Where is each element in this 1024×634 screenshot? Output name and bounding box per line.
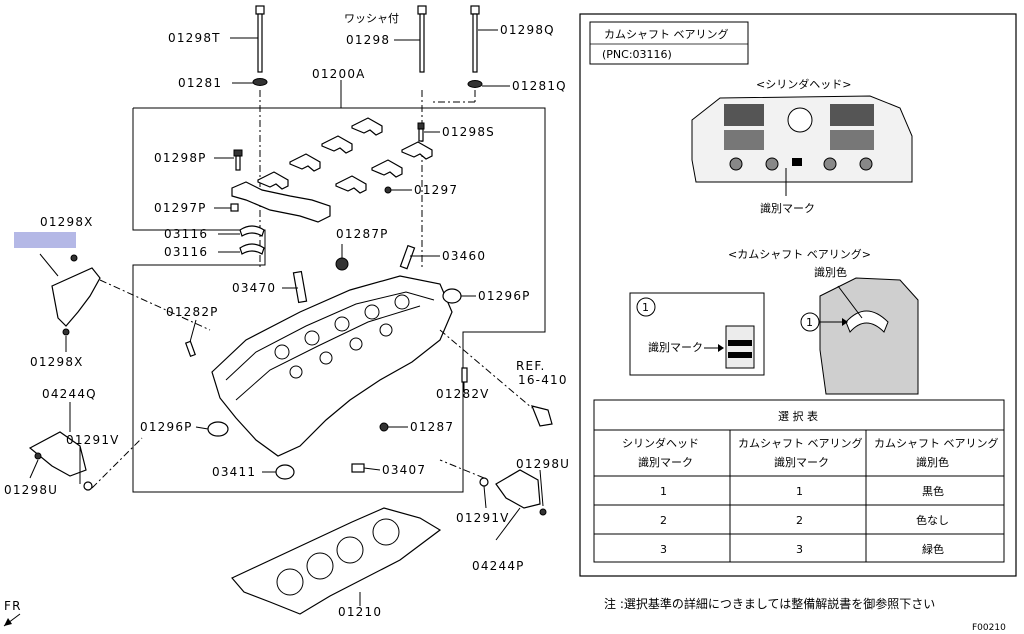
bolt-01298P [233, 149, 243, 171]
label-01298X-bottom: 01298X [30, 355, 84, 369]
info-pnc: (PNC:03116) [602, 48, 672, 61]
plug-01296P-right [442, 288, 462, 304]
head-bolt-01298Q [430, 5, 480, 103]
head-bolt-01298 [417, 5, 427, 270]
bearing-housing-sketch: 1 [800, 277, 919, 395]
table-row-2-col-3: 色なし [916, 513, 949, 527]
assembly-boundary [132, 107, 546, 493]
label-01287: 01287 [410, 420, 454, 434]
label-01298X-top: 01298X [40, 215, 94, 229]
label-01297: 01297 [414, 183, 458, 197]
camshaft-caps [231, 117, 433, 223]
plug-01287 [379, 422, 389, 432]
table-row-2-col-1: 2 [660, 514, 667, 527]
bracket-01298X [39, 253, 211, 336]
label-01281Q: 01281Q [512, 79, 567, 93]
table-row-3-col-3: 緑色 [922, 542, 944, 556]
label-01298P: 01298P [154, 151, 207, 165]
label-01298U-left: 01298U [4, 483, 58, 497]
label-03116-b: 03116 [164, 245, 208, 259]
bearing-callout-number: 1 [806, 316, 813, 329]
callout-number: 1 [642, 301, 649, 314]
camshaft-bearings [239, 225, 265, 255]
oil-control-valve-04244Q [28, 431, 143, 491]
label-03470: 03470 [232, 281, 276, 295]
bearing-id-color-caption: 識別色 [814, 265, 847, 279]
cylinder-head [211, 244, 453, 457]
oil-control-valve-04244P [439, 459, 547, 516]
bearing-caption: <カムシャフト ベアリング> [728, 247, 871, 261]
label-01291V-left: 01291V [66, 433, 120, 447]
pin-01297P [230, 203, 239, 212]
label-04244P: 04244P [472, 559, 525, 573]
label-ref-2: 16-410 [518, 373, 568, 387]
label-01296P-right: 01296P [478, 289, 531, 303]
label-01291V-right: 01291V [456, 511, 510, 525]
figure-code: F00210 [972, 623, 1006, 633]
leader-lines [29, 29, 544, 606]
bolt-01282P [184, 340, 196, 358]
table-row-1-col-3: 黒色 [922, 484, 944, 498]
label-01287P: 01287P [336, 227, 389, 241]
label-03407: 03407 [382, 463, 426, 477]
label-01296P-left: 01296P [140, 420, 193, 434]
label-03116-a: 03116 [164, 227, 208, 241]
washer-01281Q [467, 80, 483, 88]
washer-01281 [252, 78, 268, 86]
table-row-1-col-2: 1 [796, 485, 803, 498]
info-title: カムシャフト ベアリング [604, 27, 729, 41]
sensor-ref [531, 405, 553, 427]
selection-table: 選 択 表 シリンダヘッド 識別マーク カムシャフト ベアリング 識別マーク カ… [593, 399, 1005, 563]
bearing-id-mark: 識別マーク [648, 341, 703, 354]
label-ref-1: REF. [516, 359, 546, 373]
table-header-2a: カムシャフト ベアリング [738, 436, 863, 450]
table-row-3-col-2: 3 [796, 543, 803, 556]
label-01281: 01281 [178, 76, 222, 90]
label-01298T: 01298T [168, 31, 221, 45]
seal-03411 [275, 464, 295, 480]
label-03460: 03460 [442, 249, 486, 263]
table-header-3a: カムシャフト ベアリング [874, 436, 999, 450]
table-header-1b: 識別マーク [638, 456, 693, 469]
pin-03407 [351, 463, 365, 473]
head-caption: <シリンダヘッド> [756, 77, 851, 91]
label-01200A: 01200A [312, 67, 366, 81]
head-gasket-01210 [231, 507, 442, 615]
highlight-box [14, 232, 76, 248]
footnote: 注 :選択基準の詳細につきましては整備解説書を御参照下さい [604, 596, 935, 611]
label-03411: 03411 [212, 465, 256, 479]
label-01298U-right: 01298U [516, 457, 570, 471]
plug-01296P-left [207, 421, 229, 437]
table-row-1-col-1: 1 [660, 485, 667, 498]
camshaft-bearing-info-box: カムシャフト ベアリング (PNC:03116) <シリンダヘッド> 識別マーク… [579, 13, 1017, 577]
label-04244Q: 04244Q [42, 387, 97, 401]
pin-01297 [384, 186, 392, 194]
head-id-mark-caption: 識別マーク [760, 202, 815, 215]
table-row-2-col-2: 2 [796, 514, 803, 527]
table-header-3b: 識別色 [916, 455, 949, 469]
label-01282P: 01282P [166, 305, 219, 319]
label-01297P: 01297P [154, 201, 207, 215]
cylinder-head-sketch [691, 95, 913, 196]
label-fr: FR [4, 599, 22, 613]
label-01298S: 01298S [442, 125, 495, 139]
label-washer-note: ワッシャ付 [344, 12, 399, 25]
table-header-1a: シリンダヘッド [622, 436, 699, 450]
table-row-3-col-1: 3 [660, 543, 667, 556]
label-01298: 01298 [346, 33, 390, 47]
label-01210: 01210 [338, 605, 382, 619]
bolt-01282V [461, 367, 468, 383]
label-01298Q: 01298Q [500, 23, 555, 37]
bolt-01298S [417, 122, 425, 142]
table-title: 選 択 表 [778, 409, 818, 423]
table-header-2b: 識別マーク [774, 456, 829, 469]
label-01282V: 01282V [436, 387, 490, 401]
